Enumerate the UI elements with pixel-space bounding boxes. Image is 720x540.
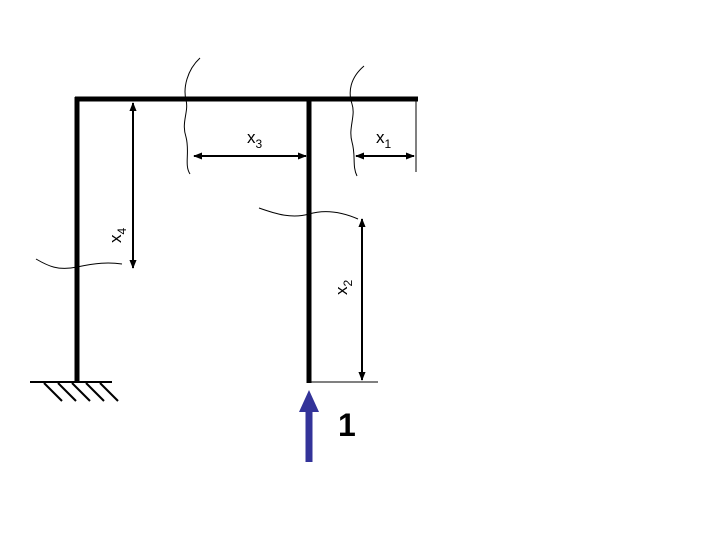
label-x1: x1 [376,128,392,151]
label-x2: x2 [332,280,355,296]
fixed-support-hatch-icon [30,381,119,402]
label-x4: x4 [106,228,129,244]
section-cut-beam-right [349,65,365,177]
label-x3: x3 [247,128,263,151]
dimension-arrows [129,102,415,381]
load-label: 1 [338,407,356,443]
section-cut-middle-column [258,207,359,220]
section-cut-left-column [35,258,123,269]
section-cut-lines [35,57,365,269]
arrow-up-icon [299,390,319,462]
frame-members [74,96,418,383]
extension-lines [310,100,417,383]
section-cut-beam-left [183,57,201,175]
